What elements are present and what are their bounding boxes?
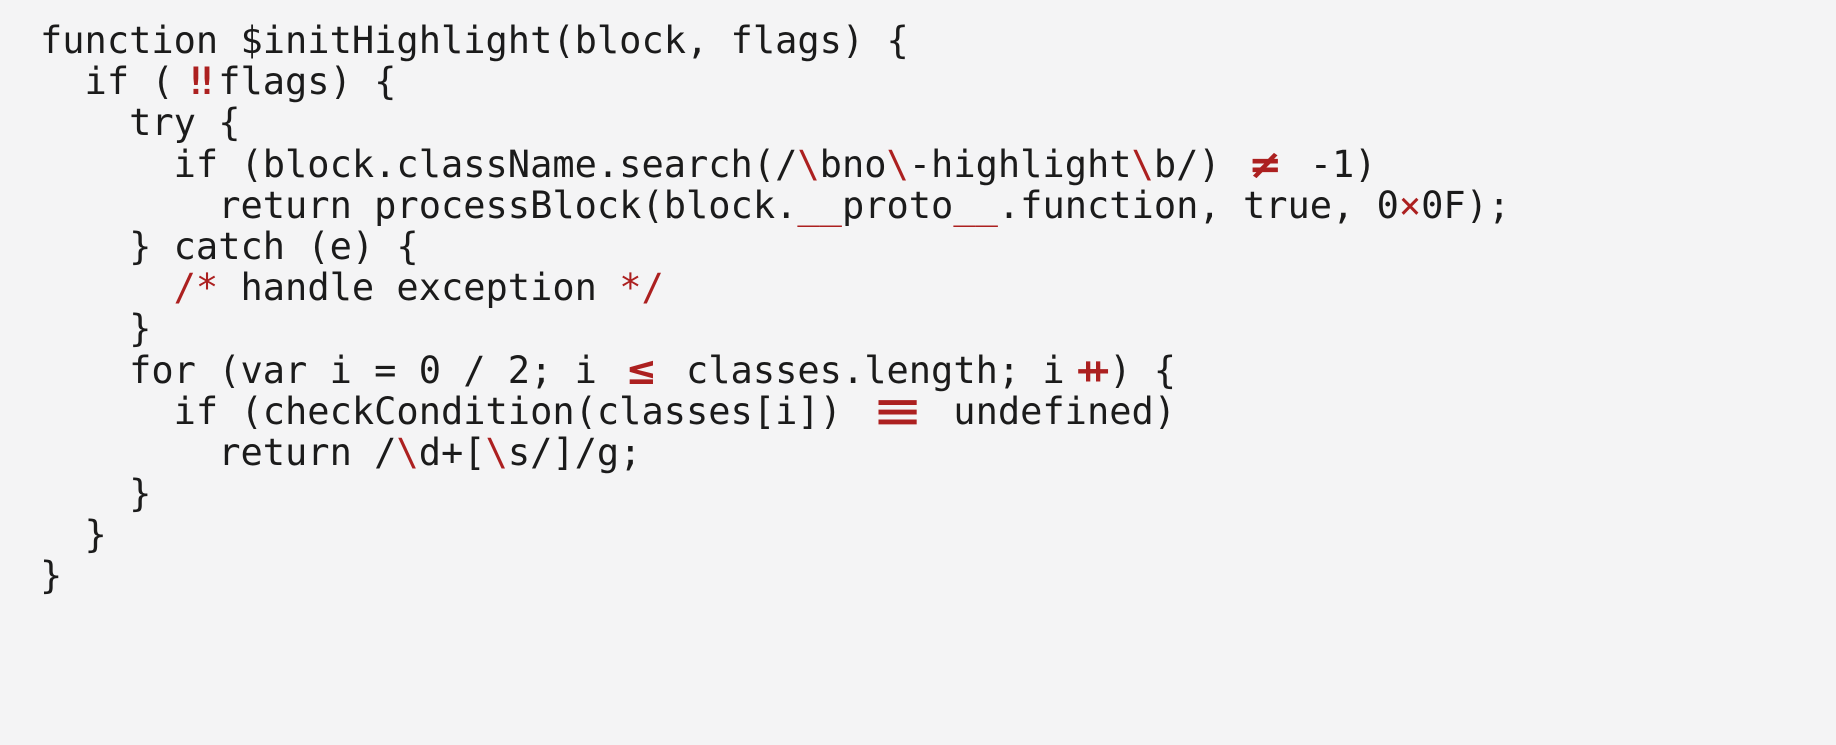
code-line: if (checkCondition(classes[i]) ≡ undefin… — [40, 387, 1836, 435]
code-text: handle exception — [218, 266, 620, 310]
code-text: } — [40, 513, 107, 557]
code-line: for (var i = 0 / 2; i ≤ classes.length; … — [40, 346, 1836, 394]
code-text: } — [40, 472, 152, 516]
red-token: */ — [619, 266, 664, 310]
increment-ligature: ++ — [1076, 348, 1109, 392]
code-text: s/]/g; — [507, 430, 642, 474]
not-equal-ligature: ≠ — [1250, 140, 1280, 188]
red-token: × — [1398, 183, 1422, 227]
code-line: return processBlock(block.__proto__.func… — [40, 185, 1836, 226]
code-text: for (var i = 0 / 2; i — [40, 348, 620, 392]
code-text: if ( — [40, 60, 174, 104]
red-token: __ — [797, 183, 842, 227]
code-text: classes.length; i — [663, 348, 1065, 392]
code-line: /* handle exception */ — [40, 267, 1836, 308]
code-text: 0F); — [1421, 183, 1511, 227]
code-text: } — [40, 554, 63, 598]
red-token: \ — [485, 430, 508, 474]
code-text: d+[ — [418, 430, 486, 474]
code-line: if (!!flags) { — [40, 61, 1836, 102]
code-text: proto — [841, 183, 954, 227]
double-bang-ligature: !! — [184, 60, 218, 104]
red-token: \ — [1131, 142, 1154, 186]
code-text: return / — [40, 430, 397, 474]
code-text: undefined) — [931, 389, 1177, 433]
code-line: function $initHighlight(block, flags) { — [40, 20, 1836, 61]
code-text: .function, true, 0 — [997, 183, 1399, 227]
red-token: \ — [396, 430, 419, 474]
code-text: } catch (e) { — [40, 224, 419, 268]
code-text: b/) — [1153, 142, 1243, 186]
red-token: __ — [953, 183, 998, 227]
code-text: -highlight — [908, 142, 1132, 186]
code-block: function $initHighlight(block, flags) { … — [40, 20, 1836, 597]
code-text: function $initHighlight(block, flags) { — [40, 19, 909, 62]
code-text: ) { — [1109, 348, 1177, 392]
code-text: if (block.className.search(/ — [40, 142, 798, 186]
code-text: if (checkCondition(classes[i]) — [40, 389, 865, 433]
red-token: \ — [797, 142, 820, 186]
code-text: } — [40, 307, 152, 351]
less-equal-ligature: ≤ — [627, 346, 656, 394]
code-text: bno — [819, 142, 887, 186]
triple-equals-ligature: ≡ — [875, 386, 920, 436]
code-line: } catch (e) { — [40, 226, 1836, 267]
code-line: } — [40, 308, 1836, 349]
code-line: } — [40, 514, 1836, 555]
code-text: flags) { — [218, 60, 397, 104]
red-token: \ — [886, 142, 909, 186]
code-line: try { — [40, 102, 1836, 143]
code-text — [40, 266, 174, 309]
code-line: } — [40, 473, 1836, 514]
code-line: } — [40, 555, 1836, 596]
code-text: return processBlock(block. — [40, 183, 798, 227]
code-line: if (block.className.search(/\bno\-highli… — [40, 140, 1836, 188]
code-text: -1) — [1287, 142, 1377, 186]
code-line: return /\d+[\s/]/g; — [40, 432, 1836, 473]
red-token: /* — [173, 266, 219, 310]
code-text: try { — [40, 101, 241, 145]
